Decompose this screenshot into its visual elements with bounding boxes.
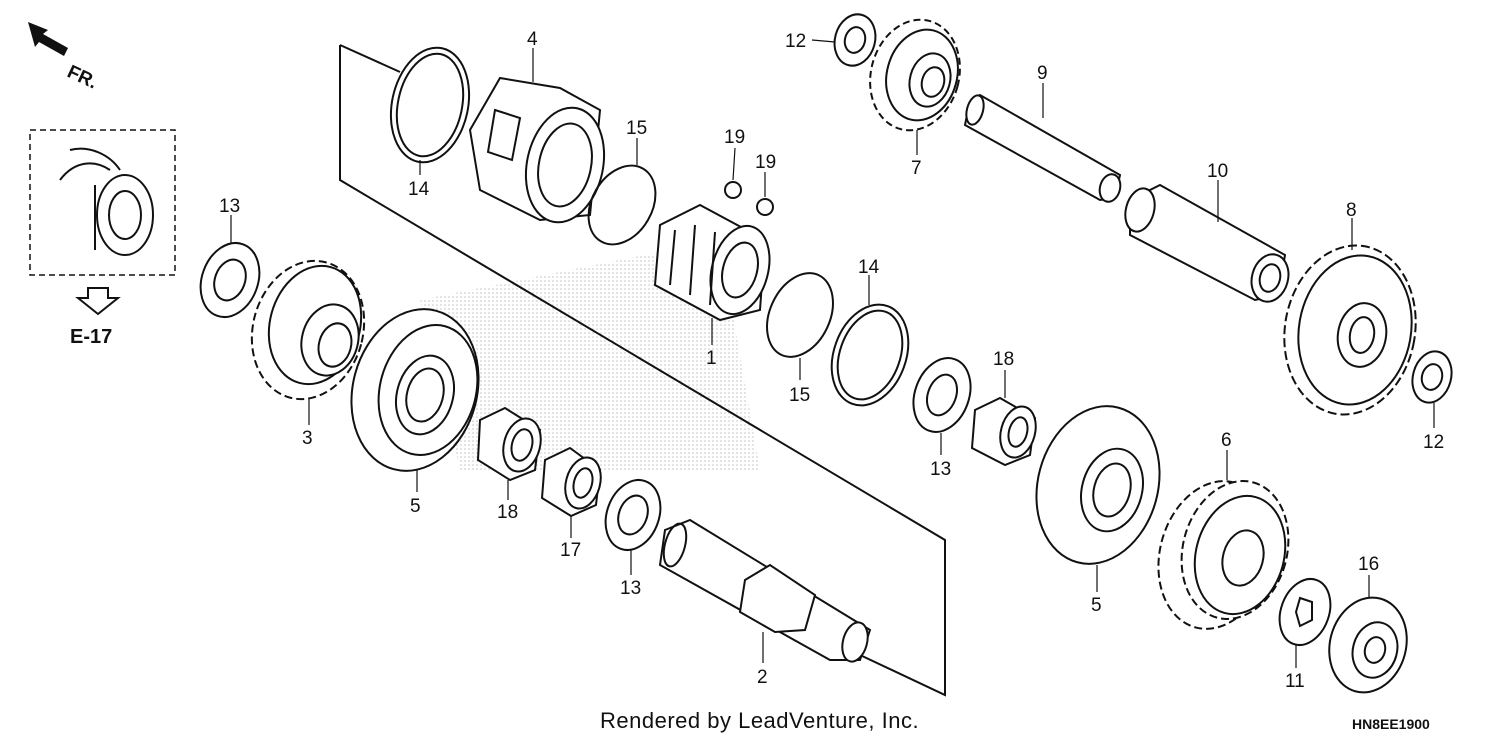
- diagram-code: HN8EE1900: [1352, 716, 1430, 732]
- direction-label: FR.: [64, 61, 101, 93]
- callout-13-right: 13: [930, 459, 951, 480]
- assembly-bracket: [339, 44, 401, 73]
- callout-5-right: 5: [1091, 595, 1102, 616]
- callout-18-left: 18: [497, 502, 518, 523]
- callout-19-right: 19: [755, 152, 776, 173]
- callout-4: 4: [527, 29, 538, 50]
- part-13-washer-mid: [604, 479, 662, 551]
- part-11-washer: [1278, 578, 1332, 646]
- part-1-spline-collar: [653, 203, 771, 322]
- callout-15-lower: 15: [789, 385, 810, 406]
- part-18-bearing-left: [476, 406, 542, 482]
- part-13-washer-right: [912, 357, 972, 433]
- part-19-ball-left: [724, 181, 742, 199]
- callout-16: 16: [1358, 554, 1379, 575]
- down-arrow-icon: [75, 287, 121, 316]
- part-5-hub-left: [350, 308, 480, 472]
- callout-14-upper: 14: [408, 179, 430, 200]
- part-6-gear: [1157, 480, 1290, 630]
- reference-bearing-sketch: [59, 147, 154, 256]
- callout-10: 10: [1207, 161, 1228, 182]
- leader-lines: [230, 39, 1435, 668]
- part-12-washer-lower: [1411, 350, 1453, 404]
- reference-label: E-17: [70, 326, 112, 348]
- render-credit: Rendered by LeadVenture, Inc.: [600, 708, 920, 733]
- part-4-sleeve: [468, 76, 606, 224]
- part-14-ring-upper: [389, 46, 471, 164]
- part-15-ring-lower: [766, 272, 834, 358]
- callout-3: 3: [302, 428, 313, 449]
- callout-1: 1: [706, 348, 717, 369]
- part-5-hub-right: [1035, 405, 1161, 565]
- part-3-gear: [250, 259, 366, 401]
- callout-18-right: 18: [993, 349, 1014, 370]
- part-19-ball-right: [756, 198, 774, 216]
- callout-7: 7: [911, 158, 922, 179]
- part-2-shaft: [658, 518, 872, 663]
- part-18-bearing-right: [970, 396, 1037, 467]
- part-12-washer-upper: [833, 13, 877, 67]
- callout-2: 2: [757, 667, 768, 688]
- part-17-bearing: [540, 446, 602, 518]
- callout-12-upper: 12: [785, 31, 806, 52]
- part-9-shaft: [963, 93, 1122, 203]
- callout-19-left: 19: [724, 127, 745, 148]
- part-13-washer-left: [199, 242, 261, 318]
- part-10-shaft: [1124, 183, 1290, 303]
- callout-labels: 4 14 15 19 19 1 15 14 13 3 5 18 17 13 2 …: [219, 29, 1444, 692]
- front-direction-arrow-icon: [28, 22, 68, 56]
- callout-17: 17: [560, 540, 581, 561]
- callout-13-left: 13: [219, 196, 240, 217]
- part-14-ring-lower: [830, 303, 910, 407]
- callout-8: 8: [1346, 200, 1357, 221]
- callout-11: 11: [1285, 671, 1305, 692]
- callout-15-upper: 15: [626, 118, 647, 139]
- callout-14-lower: 14: [858, 257, 880, 278]
- part-7-gear: [869, 18, 961, 132]
- callout-12-lower: 12: [1423, 432, 1444, 453]
- callout-9: 9: [1037, 63, 1048, 84]
- callout-13-mid: 13: [620, 578, 641, 599]
- part-15-ring-upper: [587, 164, 657, 246]
- part-8-gear: [1283, 244, 1417, 416]
- callout-5-left: 5: [410, 496, 421, 517]
- callout-6: 6: [1221, 430, 1232, 451]
- reference-box: [29, 129, 176, 276]
- part-16-bearing: [1328, 596, 1408, 694]
